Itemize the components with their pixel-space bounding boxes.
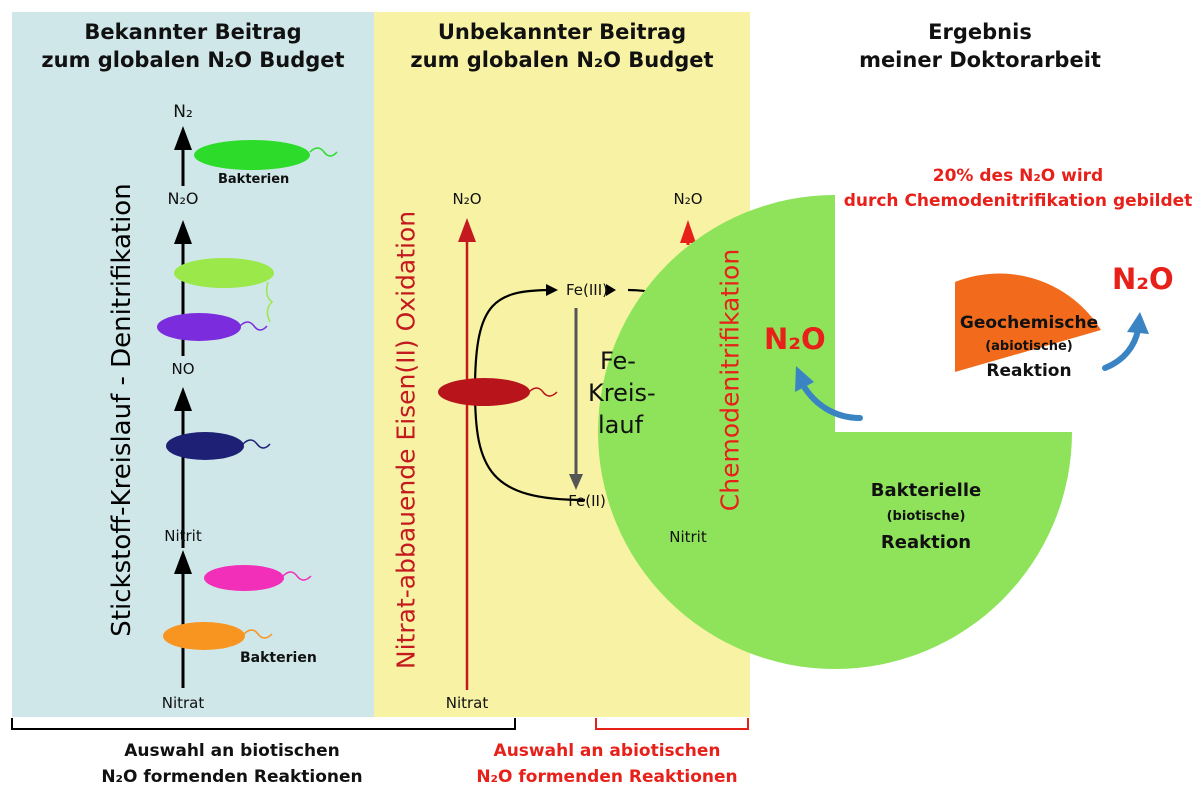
arrowhead-n2o xyxy=(174,220,192,244)
fe-cycle-line-1: Fe- xyxy=(600,347,636,375)
known-heading-line-1: Bekannter Beitrag xyxy=(84,20,302,44)
footer-biotic: Auswahl an biotischen N₂O formenden Reak… xyxy=(101,738,362,790)
label-nitrit-mid: Nitrit xyxy=(669,528,707,546)
denitrification-chain xyxy=(174,126,192,688)
bact-line-3: Reaktion xyxy=(880,532,972,553)
bacterium-pink xyxy=(204,565,312,591)
geo-line-2: (abiotische) xyxy=(985,339,1073,354)
label-n2o-result-right: N₂O xyxy=(1112,262,1174,296)
label-n2o-result-left: N₂O xyxy=(764,322,826,356)
label-bakterien-top: Bakterien xyxy=(218,172,290,187)
label-n2o-mid-right: N₂O xyxy=(673,190,703,208)
pie-slice-biotic xyxy=(598,195,1072,669)
unknown-contribution-heading: Unbekannter Beitrag zum globalen N₂O Bud… xyxy=(374,18,750,74)
label-bakterien-bottom: Bakterien xyxy=(240,650,317,666)
bacterium-navy xyxy=(166,432,271,460)
fe-cycle-label: Fe- Kreis- lauf xyxy=(588,345,656,441)
bact-line-1: Bakterielle xyxy=(870,480,982,501)
label-n2o-mid-left: N₂O xyxy=(452,190,482,208)
label-nitrat-mid: Nitrat xyxy=(445,694,489,712)
label-n2: N₂ xyxy=(173,102,193,122)
label-fe3: Fe(III) xyxy=(565,281,609,299)
known-contribution-heading: Bekannter Beitrag zum globalen N₂O Budge… xyxy=(12,18,374,74)
arrowhead-n2 xyxy=(174,126,192,150)
denitrification-vertical-label: Stickstoff-Kreislauf - Denitrifikation xyxy=(107,183,137,637)
blue-arrow-right xyxy=(1102,312,1149,371)
known-contribution-panel xyxy=(12,12,374,717)
bacterium-lime xyxy=(174,258,274,323)
known-heading-line-2: zum globalen N₂O Budget xyxy=(41,48,345,72)
label-nitrit-left: Nitrit xyxy=(164,527,202,545)
result-heading-line-2: meiner Doktorarbeit xyxy=(859,48,1101,72)
label-geochemical: Geochemische (abiotische) Reaktion xyxy=(960,311,1098,383)
result-note-line-1: 20% des N₂O wird xyxy=(932,166,1104,186)
footer-biotic-line-2: N₂O formenden Reaktionen xyxy=(101,767,363,787)
label-n2o-left: N₂O xyxy=(167,189,199,208)
bacterium-green-top xyxy=(194,140,338,170)
chemodenitrification-vertical-label: Chemodenitrifikation xyxy=(715,248,745,512)
label-fe2: Fe(II) xyxy=(568,492,606,510)
label-bacterial: Bakterielle (biotische) Reaktion xyxy=(871,478,981,556)
fe-cycle-line-2: Kreis- xyxy=(588,379,656,407)
bracket-biotic xyxy=(11,718,516,730)
bacterium-orange xyxy=(163,622,273,650)
bacterium-purple xyxy=(157,313,268,341)
pie-slice-abiotic xyxy=(955,273,1101,372)
footer-abiotic: Auswahl an abiotischen N₂O formenden Rea… xyxy=(476,738,737,790)
result-heading-line-1: Ergebnis xyxy=(928,20,1032,44)
result-note: 20% des N₂O wird durch Chemodenitrifikat… xyxy=(844,164,1193,214)
footer-abiotic-line-2: N₂O formenden Reaktionen xyxy=(476,767,738,787)
unknown-heading-line-2: zum globalen N₂O Budget xyxy=(410,48,714,72)
blue-arrow-left xyxy=(795,366,863,421)
unknown-heading-line-1: Unbekannter Beitrag xyxy=(437,20,687,44)
nitrate-iron-oxidation-arrow xyxy=(458,218,476,690)
result-pie-chart xyxy=(598,195,1101,669)
geo-line-3: Reaktion xyxy=(986,361,1072,381)
result-note-line-2: durch Chemodenitrifikation gebildet xyxy=(843,191,1193,211)
fe-cycle-line-3: lauf xyxy=(598,411,644,439)
footer-abiotic-line-1: Auswahl an abiotischen xyxy=(493,741,721,761)
geo-line-1: Geochemische xyxy=(959,313,1099,333)
bacterium-red xyxy=(438,378,558,406)
bact-line-2: (biotische) xyxy=(886,509,966,524)
result-heading: Ergebnis meiner Doktorarbeit xyxy=(780,18,1180,74)
arrowhead-no xyxy=(174,387,192,411)
footer-biotic-line-1: Auswahl an biotischen xyxy=(124,741,340,761)
label-no: NO xyxy=(171,360,195,378)
label-nitrat-left: Nitrat xyxy=(161,694,205,712)
arrowhead-nitrit xyxy=(174,550,192,574)
iron-oxidation-vertical-label: Nitrat-abbauende Eisen(II) Oxidation xyxy=(391,210,421,670)
bracket-abiotic xyxy=(595,718,749,730)
